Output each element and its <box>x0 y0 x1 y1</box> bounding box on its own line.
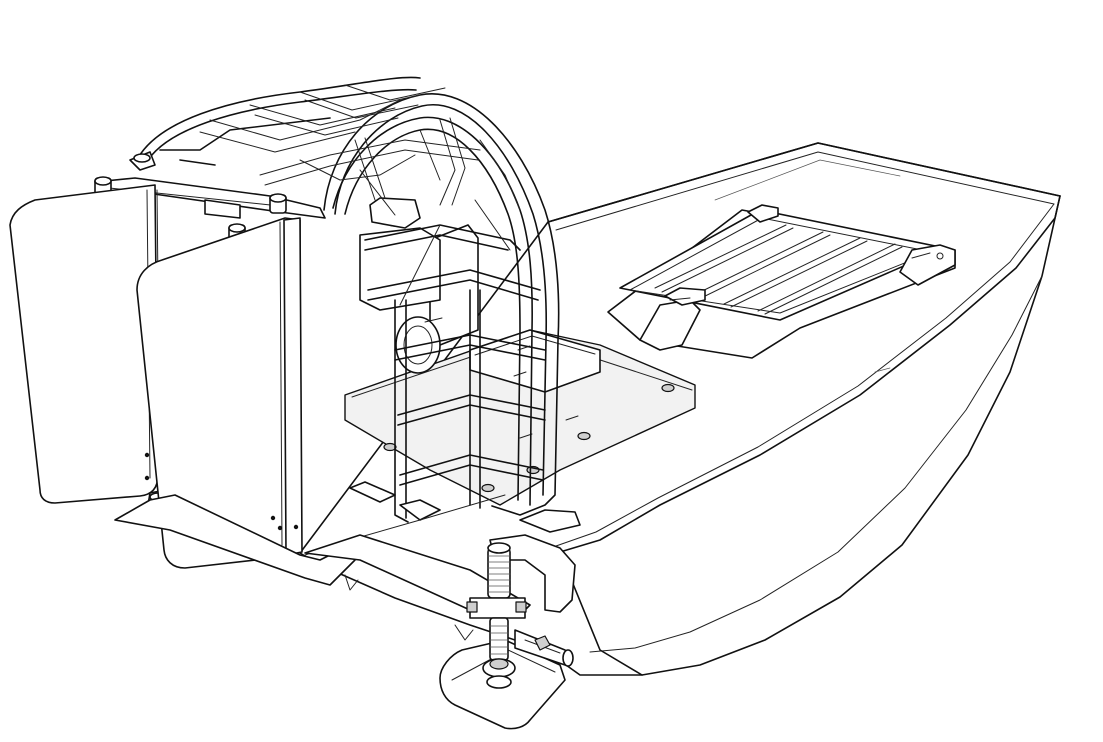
motor-mount-plate <box>344 329 696 506</box>
deck-hatch <box>607 204 956 359</box>
propeller-cage <box>137 76 581 533</box>
adjustment-screw <box>439 534 576 730</box>
rudder-right <box>136 217 303 569</box>
